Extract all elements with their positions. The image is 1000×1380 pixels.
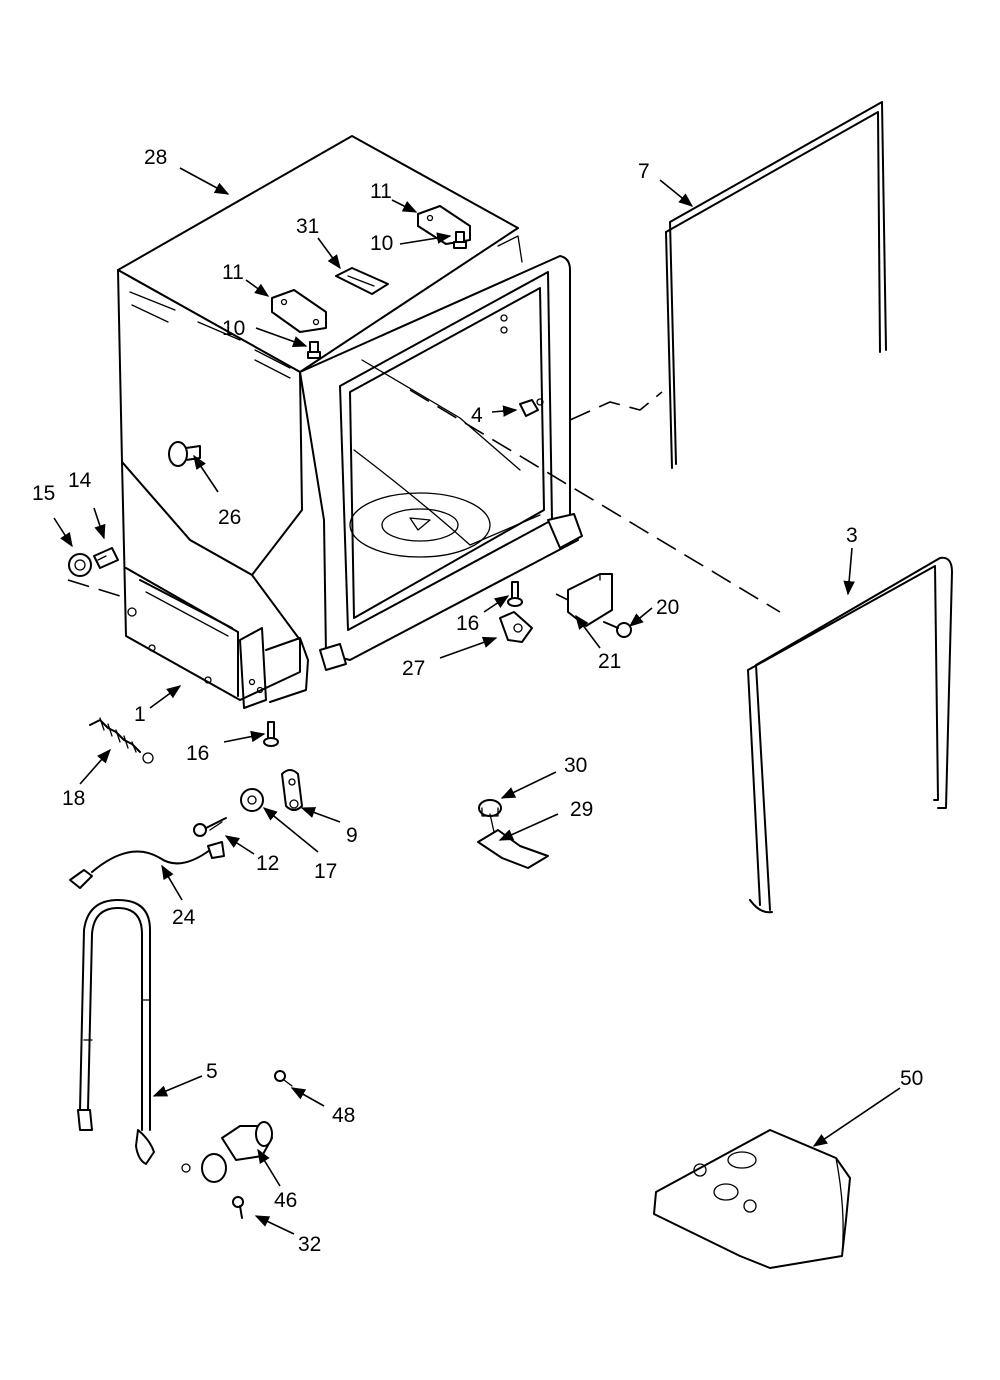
screw-10-upper	[453, 231, 467, 249]
tub-gasket-3	[747, 556, 953, 914]
slot-bracket	[335, 267, 389, 295]
callout-24: 24	[172, 906, 196, 929]
callout-14: 14	[68, 469, 92, 492]
shield-21	[567, 573, 613, 627]
callout-18: 18	[62, 787, 85, 810]
callout-27: 27	[402, 657, 425, 680]
leveling-leg-16-lower	[263, 721, 279, 747]
callout-26: 26	[218, 506, 241, 529]
callout-1: 1	[134, 703, 146, 726]
callout-5: 5	[206, 1060, 218, 1083]
callout-48: 48	[332, 1104, 355, 1127]
screw-20	[603, 621, 632, 638]
switch-bracket-29	[477, 813, 549, 869]
bracket-9	[281, 769, 303, 811]
leader-lines	[53, 167, 901, 1235]
callout-20: 20	[656, 596, 679, 619]
callout-11-upper: 11	[370, 180, 392, 203]
callout-12: 12	[256, 852, 279, 875]
clamp-48	[274, 1070, 293, 1087]
door-gasket-7	[665, 101, 887, 469]
callout-32: 32	[298, 1233, 321, 1256]
callout-15: 15	[32, 482, 55, 505]
parts-bag-50	[653, 1129, 851, 1269]
callout-21: 21	[598, 650, 621, 673]
callout-11-lower: 11	[222, 261, 244, 284]
screw-10-lower	[307, 341, 321, 359]
callout-16-upper: 16	[456, 612, 479, 635]
hinge-bracket-lower	[271, 289, 327, 333]
tub-assembly	[117, 135, 583, 709]
callout-labels: 28 7 11 31 10 11 10 4 26 15 14 3 16 20 2…	[32, 146, 923, 1256]
callout-50: 50	[900, 1067, 923, 1090]
callout-3: 3	[846, 524, 858, 547]
callout-46: 46	[274, 1189, 297, 1212]
leveling-leg-16-upper	[507, 581, 523, 607]
callout-30: 30	[564, 754, 587, 777]
callout-28: 28	[144, 146, 167, 169]
callout-29: 29	[570, 798, 593, 821]
callout-16-lower: 16	[186, 742, 209, 765]
wire-24	[69, 841, 225, 889]
plug-26	[168, 441, 201, 467]
screw-32	[232, 1196, 244, 1219]
callout-9: 9	[346, 824, 358, 847]
callout-10-upper: 10	[370, 232, 393, 255]
hose-5	[77, 899, 155, 1165]
callout-10-lower: 10	[222, 317, 245, 340]
switch-30	[478, 799, 502, 817]
fitting-14	[93, 547, 119, 569]
callout-7: 7	[638, 160, 650, 183]
nut-4	[519, 398, 544, 417]
callout-17: 17	[314, 860, 337, 883]
callout-31: 31	[296, 215, 319, 238]
clip-27	[499, 611, 533, 643]
callout-4: 4	[471, 404, 483, 427]
grommet-15	[68, 553, 92, 577]
foot-17	[240, 788, 264, 812]
spring-18	[89, 717, 154, 764]
screw-12	[193, 817, 227, 837]
